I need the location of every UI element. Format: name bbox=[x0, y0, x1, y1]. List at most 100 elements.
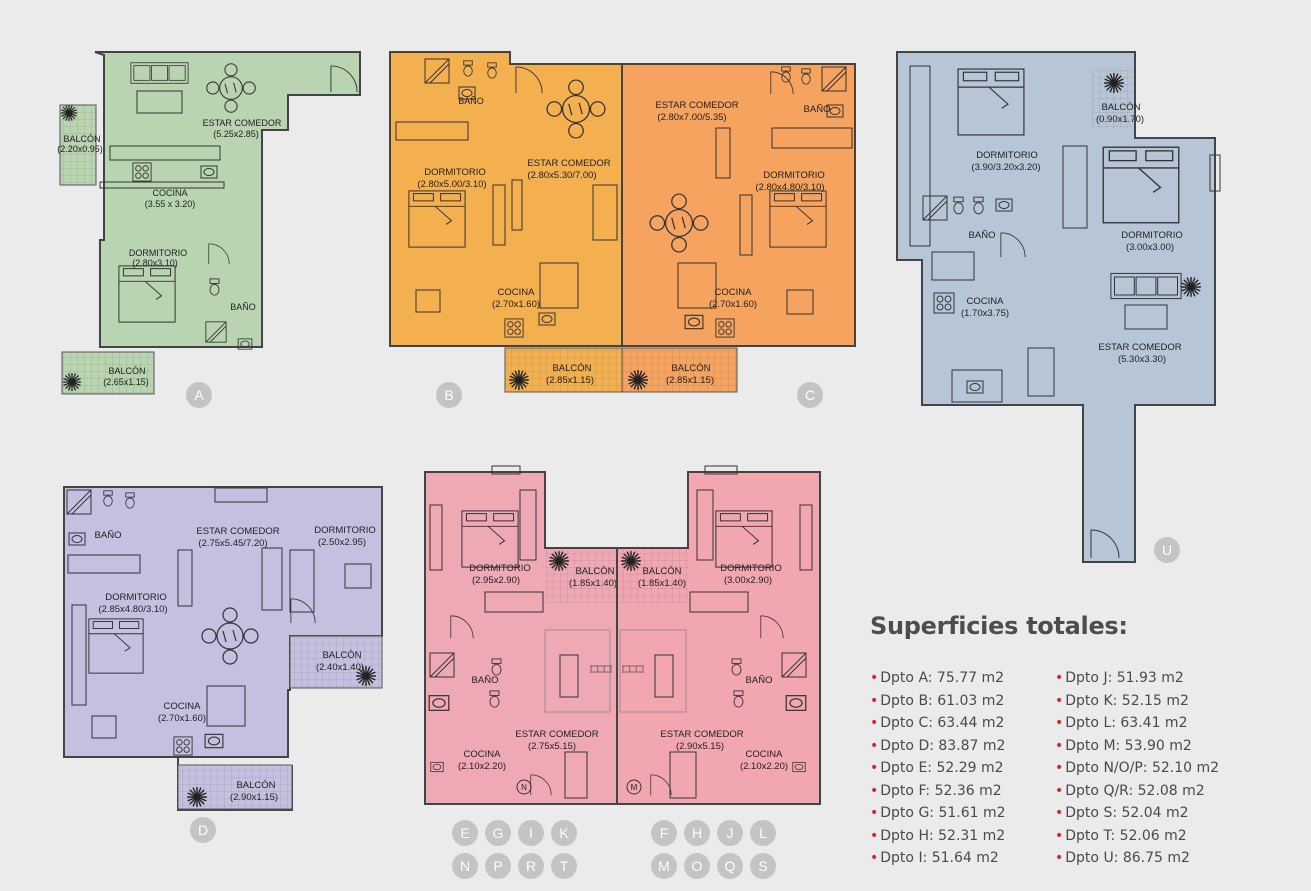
d-room-dims: (2.40x1.40) bbox=[316, 662, 364, 673]
u-room-dims: (3.00x3.00) bbox=[1126, 242, 1174, 253]
summary-item: •Dpto I: 51.64 m2 bbox=[870, 850, 999, 866]
badge-t: T bbox=[551, 853, 577, 879]
e-room-label: ESTAR COMEDOR bbox=[515, 729, 598, 740]
badge-r: R bbox=[518, 853, 544, 879]
d-room-label: ESTAR COMEDOR bbox=[196, 526, 279, 537]
u-room-dims: (3.90/3.20x3.20) bbox=[971, 162, 1040, 173]
f-room-dims: (2.10x2.20) bbox=[740, 761, 788, 772]
c-room-dims: (2.85x1.15) bbox=[666, 375, 714, 386]
badge-c: C bbox=[797, 382, 823, 408]
summary-item: •Dpto J: 51.93 m2 bbox=[1055, 670, 1184, 686]
badge-b: B bbox=[436, 382, 462, 408]
plan-a: ESTAR COMEDOR (5.25x2.85) BALCÓN (2.20x0… bbox=[57, 51, 361, 395]
a-room-label: BALCÓN bbox=[108, 366, 145, 376]
e-room-label: DORMITORIO bbox=[469, 563, 531, 574]
d-room-dims: (2.75x5.45/7.20) bbox=[198, 538, 267, 549]
d-room-label: BALCÓN bbox=[236, 780, 275, 791]
badge-h: H bbox=[684, 820, 710, 846]
summary-list-col1: •Dpto A: 75.77 m2 •Dpto B: 61.03 m2 •Dpt… bbox=[870, 667, 1006, 870]
plan-e: DORMITORIO (2.95x2.90) BALCÓN (1.85x1.40… bbox=[424, 465, 618, 805]
f-room-label: COCINA bbox=[746, 749, 784, 760]
a-room-label: COCINA bbox=[152, 188, 187, 198]
b-room-dims: (2.80x5.00/3.10) bbox=[417, 179, 486, 190]
summary-item: •Dpto D: 83.87 m2 bbox=[870, 737, 1006, 754]
summary-item: •Dpto S: 52.04 m2 bbox=[1055, 805, 1189, 821]
badge-l: L bbox=[750, 820, 776, 846]
summary-item: •Dpto T: 52.06 m2 bbox=[1055, 827, 1187, 844]
summary-item: •Dpto E: 52.29 m2 bbox=[870, 760, 1004, 776]
f-room-label: ESTAR COMEDOR bbox=[660, 729, 743, 740]
c-room-label: DORMITORIO bbox=[763, 170, 825, 181]
summary-item: •Dpto A: 75.77 m2 bbox=[870, 670, 1005, 686]
u-room-dims: (5.30x3.30) bbox=[1118, 354, 1166, 365]
badge-q: Q bbox=[717, 853, 743, 879]
a-room-dims: (2.80x3.10) bbox=[132, 258, 178, 268]
badge-e: E bbox=[452, 820, 478, 846]
plan-c: ESTAR COMEDOR (2.80x7.00/5.35) BAÑO DORM… bbox=[621, 63, 856, 393]
u-room-label: BAÑO bbox=[969, 230, 996, 241]
badge-s: S bbox=[750, 853, 776, 879]
f-room-label: BAÑO bbox=[746, 675, 773, 686]
summary-item: •Dpto G: 51.61 m2 bbox=[870, 805, 1006, 821]
a-room-label: DORMITORIO bbox=[129, 248, 187, 258]
d-room-dims: (2.85x4.80/3.10) bbox=[98, 604, 167, 615]
badge-i: I bbox=[518, 820, 544, 846]
e-room-dims: (1.85x1.40) bbox=[569, 578, 617, 589]
summary-item: •Dpto C: 63.44 m2 bbox=[870, 715, 1005, 731]
f-room-dims: (2.90x5.15) bbox=[676, 741, 724, 752]
d-room-dims: (2.50x2.95) bbox=[318, 537, 366, 548]
badge-u: U bbox=[1154, 537, 1180, 563]
c-room-dims: (2.80x7.00/5.35) bbox=[657, 112, 726, 123]
b-room-label: BAÑO bbox=[458, 96, 484, 106]
badge-g: G bbox=[485, 820, 511, 846]
d-room-label: DORMITORIO bbox=[314, 525, 376, 536]
f-unit-label: M bbox=[631, 783, 638, 792]
a-room-dims: (2.20x0.95) bbox=[57, 144, 103, 154]
f-room-label: BALCÓN bbox=[642, 566, 681, 577]
a-room-label: BAÑO bbox=[230, 302, 256, 312]
e-room-label: COCINA bbox=[464, 749, 502, 760]
summary-item: •Dpto K: 52.15 m2 bbox=[1055, 692, 1189, 709]
u-room-dims: (1.70x3.75) bbox=[961, 308, 1009, 319]
b-room-label: ESTAR COMEDOR bbox=[527, 158, 610, 169]
u-room-label: ESTAR COMEDOR bbox=[1098, 342, 1181, 353]
badge-m: M bbox=[651, 853, 677, 879]
c-room-label: COCINA bbox=[715, 287, 753, 298]
d-room-label: BAÑO bbox=[95, 530, 122, 541]
d-room-dims: (2.90x1.15) bbox=[230, 792, 278, 803]
summary-title: Superficies totales: bbox=[870, 612, 1128, 640]
summary-item: •Dpto Q/R: 52.08 m2 bbox=[1055, 782, 1205, 799]
d-room-label: COCINA bbox=[164, 701, 202, 712]
badge-o: O bbox=[684, 853, 710, 879]
u-room-label: BALCÓN bbox=[1101, 102, 1140, 113]
badge-n: N bbox=[452, 853, 478, 879]
c-room-dims: (2.70x1.60) bbox=[709, 299, 757, 310]
badge-d: D bbox=[190, 817, 216, 843]
plan-d: BAÑO ESTAR COMEDOR (2.75x5.45/7.20) DORM… bbox=[63, 486, 383, 811]
e-room-dims: (2.95x2.90) bbox=[472, 575, 520, 586]
b-room-label: BALCÓN bbox=[552, 363, 591, 374]
c-room-label: ESTAR COMEDOR bbox=[655, 100, 738, 111]
a-room-label: ESTAR COMEDOR bbox=[203, 118, 282, 128]
badge-p: P bbox=[485, 853, 511, 879]
summary-item: •Dpto L: 63.41 m2 bbox=[1055, 715, 1188, 731]
plan-u: BALCÓN (0.90x1.70) DORMITORIO (3.90/3.20… bbox=[896, 51, 1221, 563]
e-room-label: BAÑO bbox=[472, 675, 499, 686]
f-room-dims: (1.85x1.40) bbox=[638, 578, 686, 589]
b-room-dims: (2.70x1.60) bbox=[492, 299, 540, 310]
summary-item: •Dpto U: 86.75 m2 bbox=[1055, 850, 1190, 866]
e-room-dims: (2.75x5.15) bbox=[528, 741, 576, 752]
summary-item: •Dpto B: 61.03 m2 bbox=[870, 692, 1005, 709]
a-room-dims: (3.55 x 3.20) bbox=[145, 199, 196, 209]
a-room-dims: (5.25x2.85) bbox=[213, 129, 259, 139]
c-room-label: BAÑO bbox=[804, 104, 831, 115]
badge-a: A bbox=[186, 382, 212, 408]
e-room-label: BALCÓN bbox=[575, 566, 614, 577]
d-room-label: BALCÓN bbox=[322, 650, 361, 661]
b-room-label: DORMITORIO bbox=[424, 167, 486, 178]
summary-item: •Dpto F: 52.36 m2 bbox=[870, 782, 1002, 799]
f-room-label: DORMITORIO bbox=[720, 563, 782, 574]
plan-b: BAÑO DORMITORIO (2.80x5.00/3.10) ESTAR C… bbox=[389, 51, 623, 393]
summary-item: •Dpto M: 53.90 m2 bbox=[1055, 737, 1192, 754]
